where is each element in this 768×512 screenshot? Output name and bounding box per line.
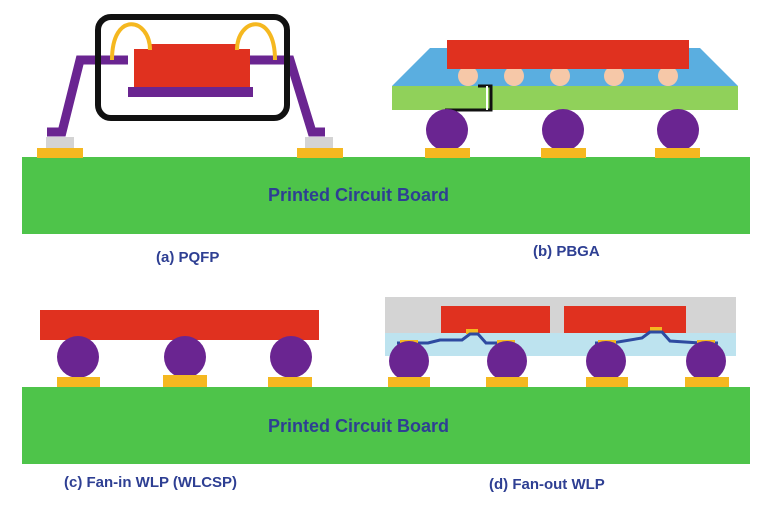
pqfp-lead-right [250,55,325,137]
pqfp-die-paddle [128,87,253,97]
fanout-ball [487,341,527,381]
pqfp-solder-left [46,137,74,149]
pbga-bump [550,66,570,86]
fanout-pad [388,377,430,387]
fanout-die-right [564,306,686,333]
caption-fanout-wlp: (d) Fan-out WLP [489,476,605,493]
fanin-ball [164,336,206,378]
pbga-substrate [392,86,738,110]
pbga-die [447,40,689,69]
fanout-die-left [441,306,550,333]
fanout-ball [389,341,429,381]
pqfp-solder-right [305,137,333,149]
fanout-rdl-trace [397,332,504,345]
caption-pbga: (b) PBGA [533,243,600,260]
pbga-ball [657,109,699,151]
fanin-die [40,310,319,340]
pqfp-mold-outline [95,14,290,121]
pqfp-die [134,49,250,87]
caption-fanin-wlp: (c) Fan-in WLP (WLCSP) [64,474,238,491]
fanout-die-pad [650,327,662,332]
pcb-bottom [22,387,750,464]
pbga-bump [604,66,624,86]
fanout-rdl-layer [385,333,736,356]
fanout-rdl-trace [595,330,718,345]
pbga-pad [425,148,470,158]
pbga-ball [542,109,584,151]
fanin-ball [57,336,99,378]
fanout-ball [586,341,626,381]
pqfp-package [37,14,343,158]
pqfp-die-ledge [150,44,238,52]
fanin-ball [270,336,312,378]
pbga-pad [655,148,700,158]
pcb-label-top: Printed Circuit Board [268,185,450,205]
fanout-wlp-package [385,297,736,387]
pbga-pad [541,148,586,158]
fanin-wlp-package [40,310,319,387]
pbga-package [392,40,738,158]
fanout-pad [685,377,729,387]
pcb-top [22,157,750,234]
caption-pqfp: (a) PQFP [156,249,220,266]
pbga-bump [504,66,524,86]
pqfp-wire-left [110,22,152,61]
fanout-ball [686,341,726,381]
fanout-pad [586,377,628,387]
pbga-bump [458,66,478,86]
fanin-pad [57,377,100,387]
pcb-label-bottom: Printed Circuit Board [268,416,450,436]
fanout-die-pad [466,329,478,334]
pqfp-wire-right [235,22,277,61]
fanout-pad [486,377,528,387]
pqfp-pad-right [297,148,343,158]
pbga-bump [658,66,678,86]
pbga-ball [426,109,468,151]
fanin-pad [163,375,207,387]
pqfp-pad-left [37,148,83,158]
pqfp-lead-left [47,55,128,137]
fanin-pad [268,377,312,387]
